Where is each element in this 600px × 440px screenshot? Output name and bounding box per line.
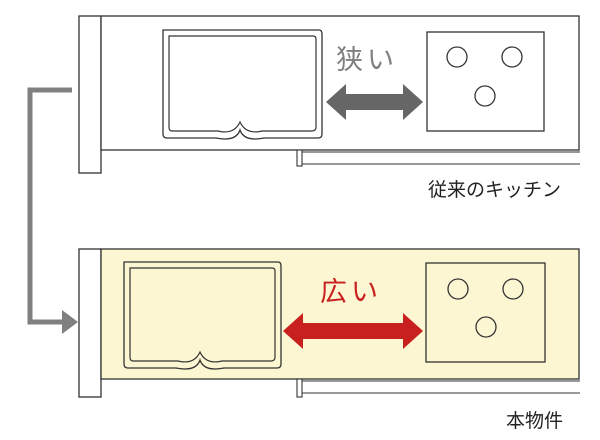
conventional-wall-post [78, 15, 102, 174]
property-front-edge [296, 378, 303, 398]
conventional-sink [162, 29, 323, 140]
property-kitchen-plan [78, 248, 580, 398]
conventional-front-edge [296, 149, 303, 167]
conventional-stove [426, 31, 545, 132]
property-sink [123, 261, 282, 370]
property-kitchen-caption: 本物件 [506, 410, 564, 432]
narrow-gap-label: 狭い [336, 45, 398, 76]
connector-arrowhead [62, 310, 78, 334]
property-wall-post [78, 248, 102, 398]
narrow-gap-arrow [326, 84, 423, 120]
property-stove [425, 262, 546, 363]
wide-gap-arrow [283, 313, 423, 349]
conventional-kitchen-plan [78, 15, 580, 174]
comparison-connector-arrow [27, 87, 72, 325]
conventional-kitchen-caption: 従来のキッチン [428, 179, 562, 201]
wide-gap-label: 広い [320, 277, 382, 308]
